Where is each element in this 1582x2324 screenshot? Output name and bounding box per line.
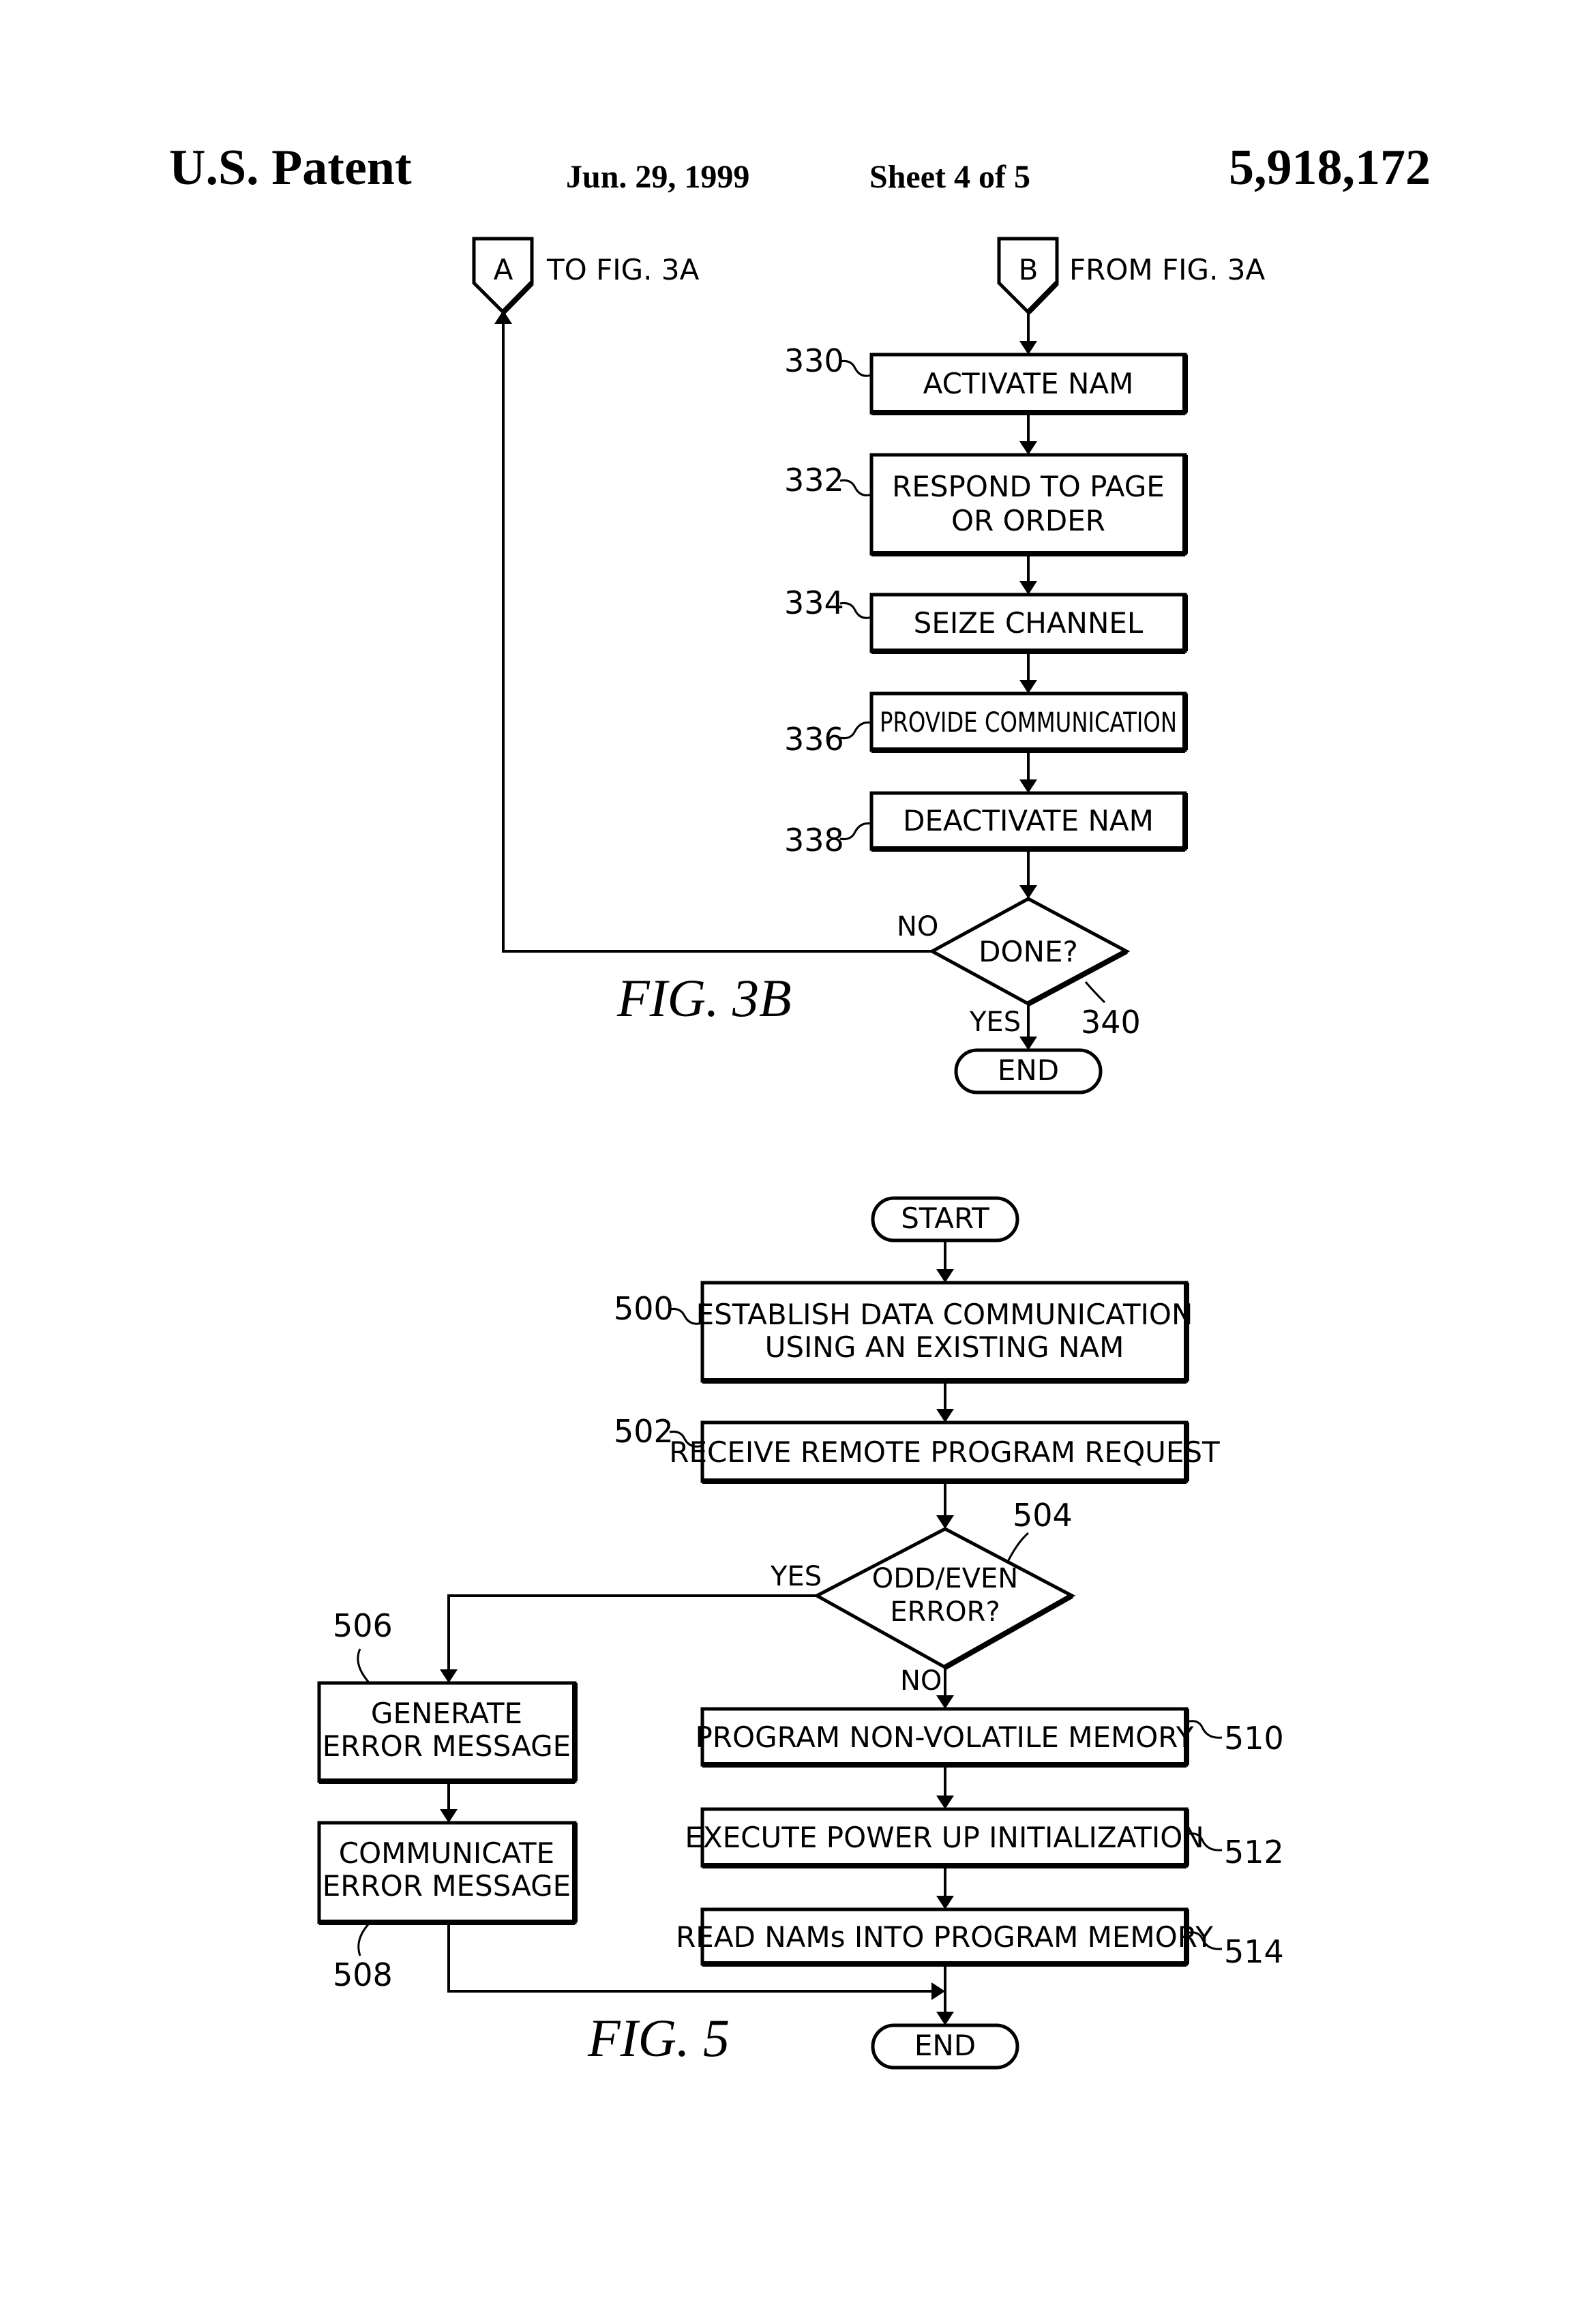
fig5-flowchart: START ESTABLISH DATA COMMUNICATION USING [319, 1198, 1284, 2068]
step-502-ref: 502 [614, 1413, 674, 1450]
step-500-line-1: ESTABLISH DATA COMMUNICATION [696, 1298, 1193, 1331]
decision-340: DONE? NO YES 340 [897, 899, 1141, 1041]
page-header: U.S. Patent Jun. 29, 1999 Sheet 4 of 5 5… [169, 140, 1431, 196]
step-338-label: DEACTIVATE NAM [903, 804, 1154, 837]
patent-label: U.S. Patent [169, 140, 412, 196]
decision-504-line-2: ERROR? [890, 1596, 1000, 1628]
step-334-ref: 334 [784, 584, 844, 621]
connector-b-note: FROM FIG. 3A [1069, 253, 1266, 286]
fig5-end-label: END [914, 2029, 976, 2062]
step-510-ref: 510 [1224, 1720, 1284, 1757]
issue-date: Jun. 29, 1999 [566, 159, 749, 195]
step-500-line-2: USING AN EXISTING NAM [765, 1330, 1124, 1364]
step-332-ref: 332 [784, 462, 844, 498]
step-512: EXECUTE POWER UP INITIALIZATION 512 [685, 1809, 1284, 1871]
step-330-ref: 330 [784, 342, 844, 379]
fig5-caption: FIG. 5 [587, 2008, 730, 2068]
step-502-label: RECEIVE REMOTE PROGRAM REQUEST [669, 1435, 1220, 1469]
step-514: READ NAMs INTO PROGRAM MEMORY 514 [676, 1909, 1284, 1970]
fig3b-end-label: END [998, 1054, 1059, 1087]
patent-number: 5,918,172 [1229, 140, 1431, 196]
decision-504-no: NO [900, 1665, 942, 1697]
step-330-label: ACTIVATE NAM [923, 367, 1134, 400]
fig3b-caption: FIG. 3B [616, 968, 792, 1028]
decision-340-text: DONE? [979, 935, 1078, 968]
fig3b-flowchart: A TO FIG. 3A B FROM FIG. 3A [474, 239, 1266, 1092]
decision-340-no: NO [897, 911, 938, 942]
step-338-ref: 338 [784, 822, 844, 859]
decision-340-yes: YES [969, 1007, 1021, 1038]
step-514-label: READ NAMs INTO PROGRAM MEMORY [676, 1920, 1213, 1954]
step-500-ref: 500 [614, 1290, 674, 1327]
fig5-start: START [873, 1198, 1017, 1240]
fig3b-end: END [956, 1050, 1101, 1092]
connector-a-note: TO FIG. 3A [546, 253, 700, 286]
step-338: DEACTIVATE NAM 338 [784, 793, 1185, 859]
step-508-line-1: COMMUNICATE [339, 1836, 554, 1870]
decision-504-yes: YES [770, 1561, 822, 1592]
connector-a-letter: A [494, 253, 513, 286]
step-510: PROGRAM NON-VOLATILE MEMORY 510 [696, 1709, 1284, 1765]
step-332-line-1: RESPOND TO PAGE [892, 470, 1165, 503]
step-502: RECEIVE REMOTE PROGRAM REQUEST 502 [614, 1413, 1220, 1481]
connector-b: B FROM FIG. 3A [999, 239, 1266, 312]
step-506-line-2: ERROR MESSAGE [323, 1729, 571, 1763]
step-336-ref: 336 [784, 721, 844, 758]
step-508: COMMUNICATE ERROR MESSAGE 508 [319, 1823, 575, 1993]
step-334-label: SEIZE CHANNEL [914, 606, 1144, 640]
step-330: ACTIVATE NAM 330 [784, 342, 1185, 413]
step-508-line-2: ERROR MESSAGE [323, 1869, 571, 1903]
step-514-ref: 514 [1224, 1933, 1284, 1970]
connector-b-letter: B [1019, 253, 1039, 286]
step-512-ref: 512 [1224, 1834, 1284, 1871]
fig5-end: END [873, 2025, 1017, 2068]
sheet-number: Sheet 4 of 5 [869, 159, 1030, 195]
step-506-line-1: GENERATE [371, 1697, 522, 1730]
decision-504: ODD/EVEN ERROR? 504 YES NO [770, 1497, 1073, 1697]
decision-504-line-1: ODD/EVEN [872, 1563, 1018, 1594]
step-334: SEIZE CHANNEL 334 [784, 584, 1185, 651]
step-500: ESTABLISH DATA COMMUNICATION USING AN EX… [614, 1283, 1193, 1381]
step-332: RESPOND TO PAGE OR ORDER 332 [784, 455, 1185, 554]
step-508-ref: 508 [333, 1956, 393, 1993]
step-336-label: PROVIDE COMMUNICATION [880, 707, 1177, 739]
step-336: PROVIDE COMMUNICATION 336 [784, 694, 1185, 758]
step-506-ref: 506 [333, 1607, 393, 1644]
step-332-line-2: OR ORDER [951, 504, 1105, 537]
decision-340-ref: 340 [1081, 1004, 1141, 1041]
connector-a: A TO FIG. 3A [474, 239, 700, 312]
step-506: GENERATE ERROR MESSAGE 506 [319, 1607, 575, 1781]
fig5-start-label: START [901, 1202, 989, 1235]
decision-504-ref: 504 [1013, 1497, 1073, 1534]
step-512-label: EXECUTE POWER UP INITIALIZATION [685, 1821, 1204, 1854]
step-510-label: PROGRAM NON-VOLATILE MEMORY [696, 1720, 1194, 1754]
